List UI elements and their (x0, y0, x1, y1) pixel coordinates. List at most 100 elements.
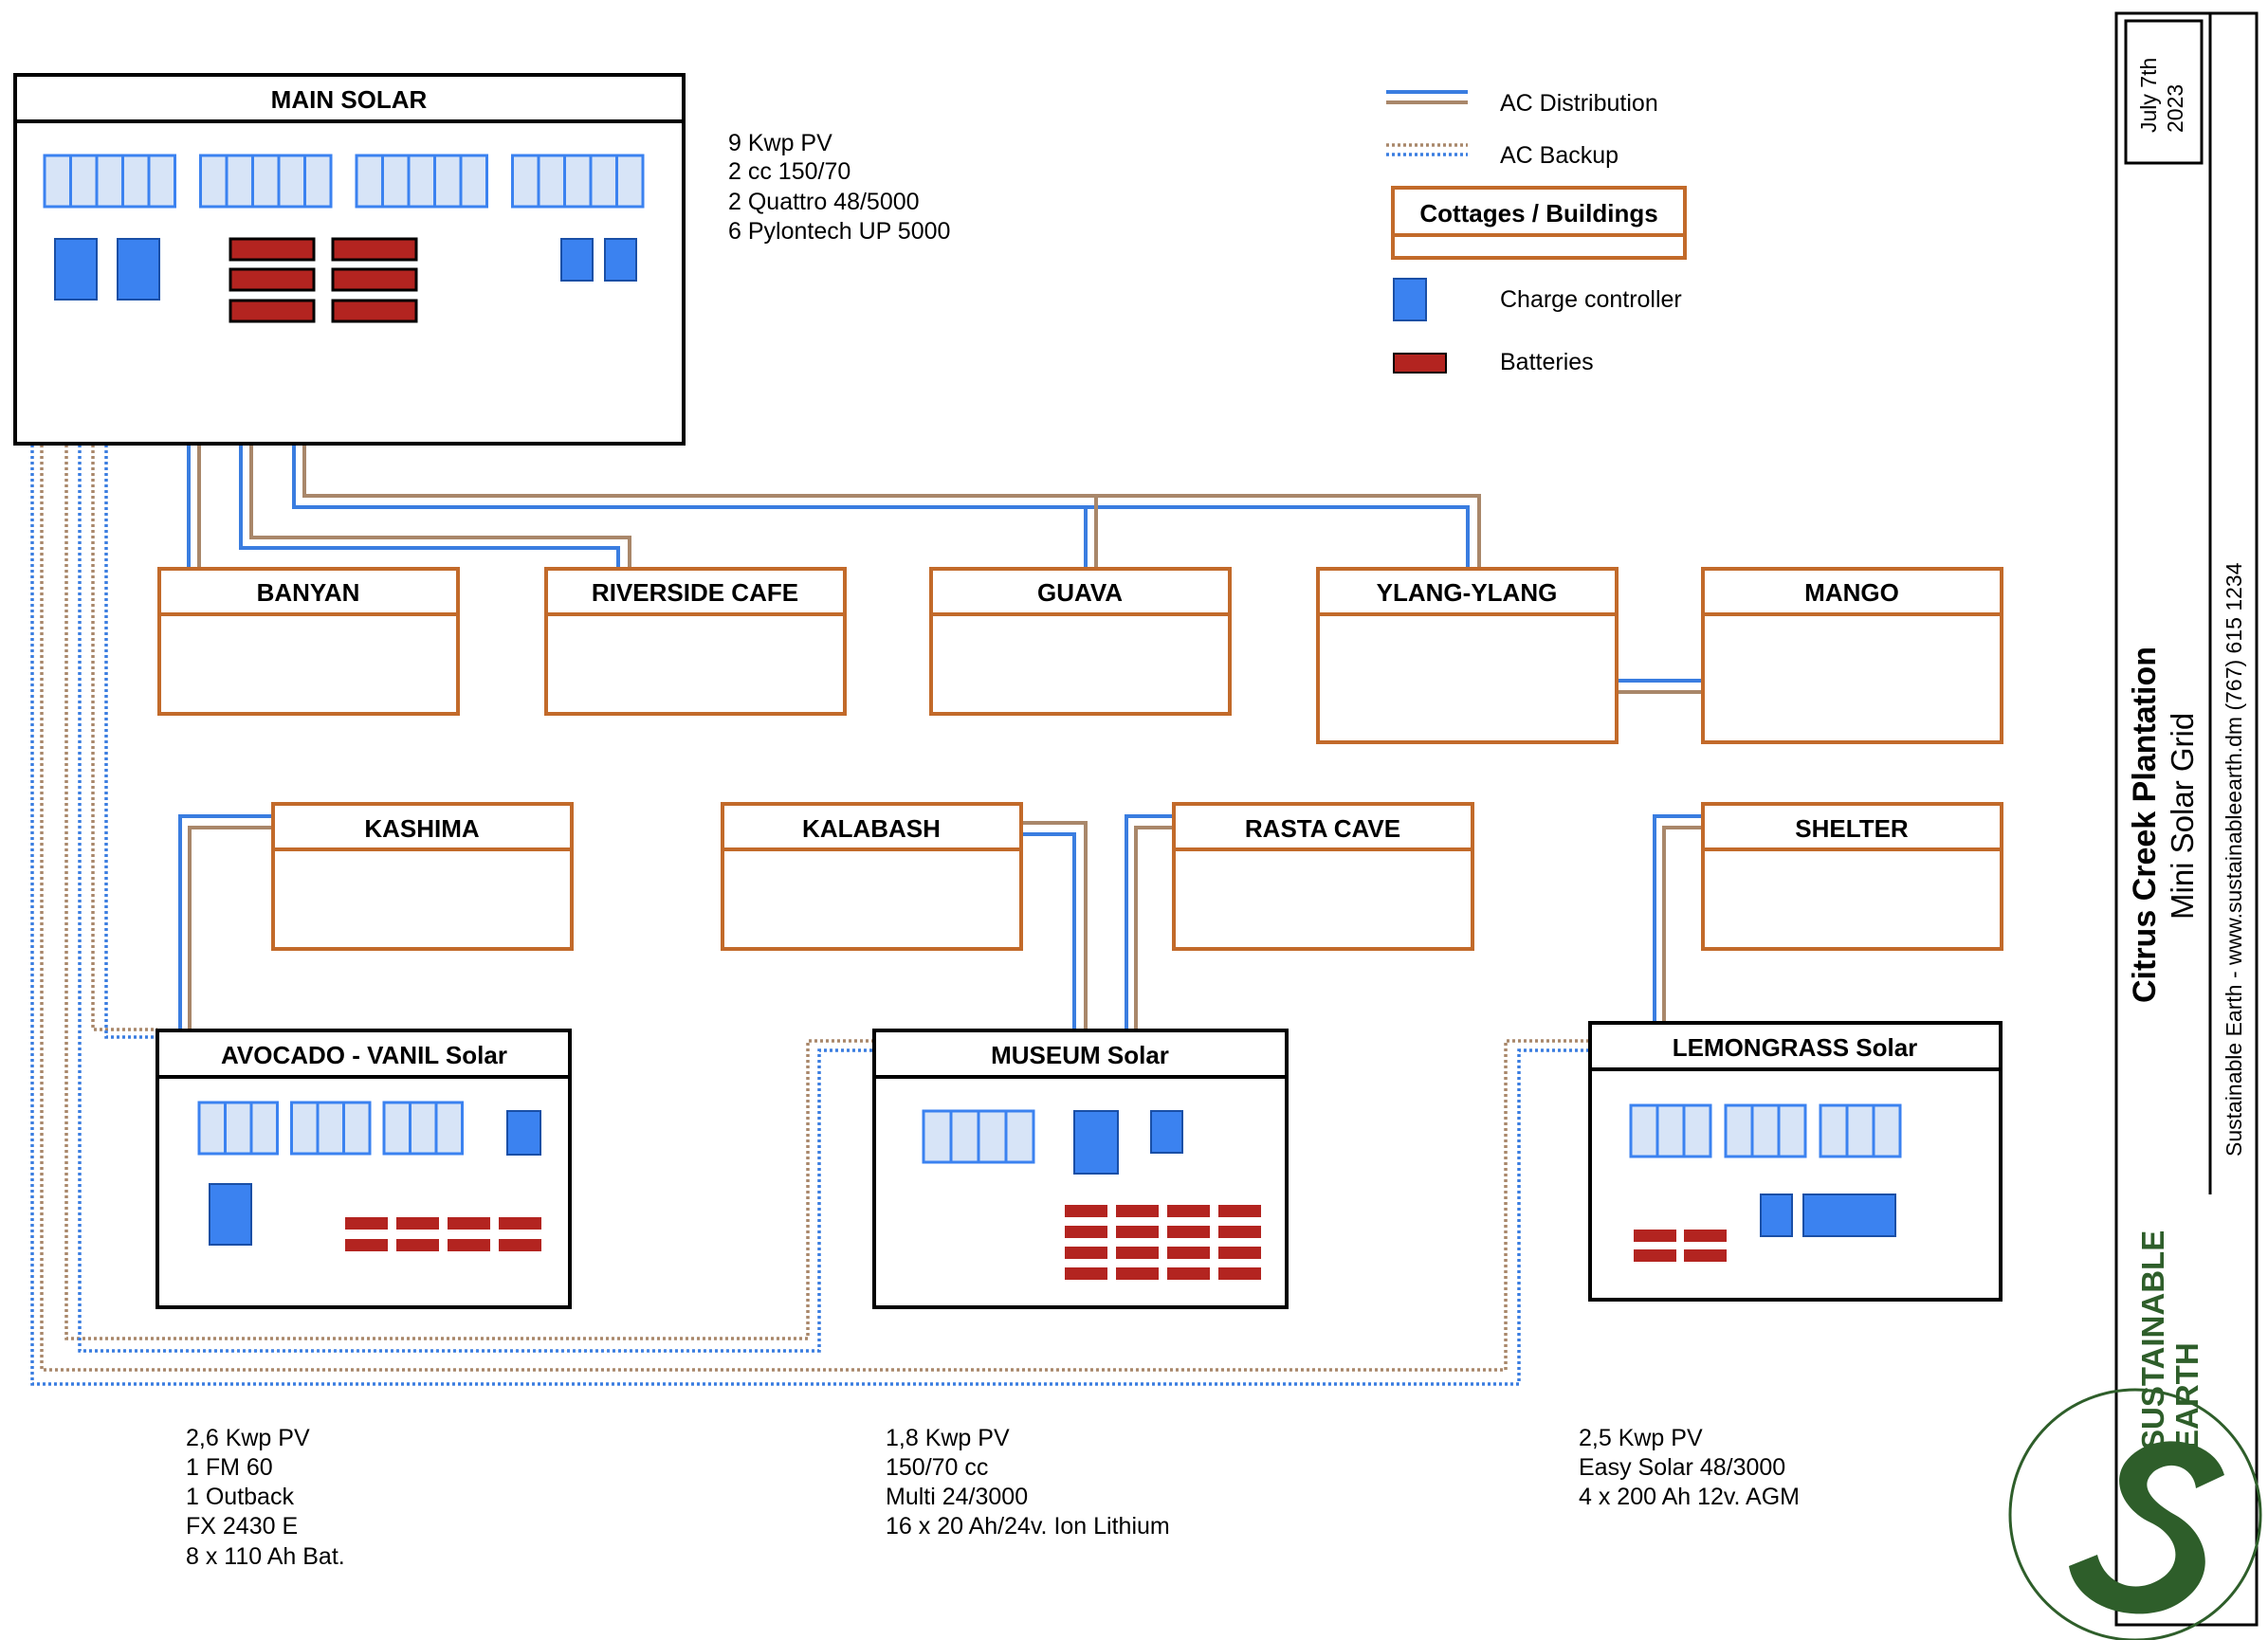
sustainable-earth-logo: SUSTAINABLE EARTH (2008, 1230, 2262, 1640)
building-label-shelter: SHELTER (1795, 814, 1909, 843)
pv-panel-icon (290, 1101, 320, 1156)
building-labels: BANYAN RIVERSIDE CAFE GUAVA YLANG-YLANG … (257, 578, 1909, 843)
pv-panel-icon (537, 154, 566, 209)
ac-line-rasta (1125, 814, 1174, 1030)
pv-panel-icon (922, 1109, 953, 1164)
inverter-icon (1802, 1194, 1896, 1237)
battery-icon (1216, 1224, 1263, 1240)
pv-panel-icon (434, 1101, 464, 1156)
battery-icon (1216, 1266, 1263, 1282)
charge-controller-icon (1760, 1194, 1793, 1237)
battery-icon (229, 299, 316, 323)
building-kalabash (721, 802, 1023, 951)
ac-backup-lines (30, 445, 1589, 1386)
museum-solar-box: MUSEUM Solar (872, 1029, 1289, 1309)
main-spec-line: 2 Quattro 48/5000 (728, 189, 920, 215)
battery-icon (343, 1237, 390, 1253)
ac-line-guava-ylang (302, 445, 1481, 569)
avocado-title: AVOCADO - VANIL Solar (221, 1041, 507, 1069)
main-solar-title: MAIN SOLAR (271, 85, 428, 114)
ac-distribution-lines (178, 445, 1703, 1030)
avocado-pv-panels (197, 1101, 464, 1156)
charge-controller-icon (1150, 1110, 1183, 1154)
building-shelter (1701, 802, 2003, 951)
pv-panel-icon (316, 1101, 345, 1156)
battery-icon (1682, 1228, 1728, 1244)
date-line-2: 2023 (2163, 84, 2187, 133)
logo-text-sustainable: SUSTAINABLE (2135, 1230, 2170, 1450)
battery-icon (1165, 1245, 1212, 1261)
backup-line-avocado (104, 445, 157, 1039)
pv-panel-icon (1682, 1103, 1712, 1158)
pv-panel-icon (197, 1101, 227, 1156)
charge-controller-icon (54, 238, 98, 301)
battery-icon (1114, 1266, 1161, 1282)
building-guava (929, 567, 1232, 716)
battery-icon (1114, 1245, 1161, 1261)
battery-icon (1165, 1266, 1212, 1282)
legend-building-swatch (1391, 186, 1687, 260)
building-label-ylang: YLANG-YLANG (1377, 578, 1558, 607)
date-line-1: July 7th (2136, 58, 2161, 133)
charge-controller-icon (209, 1183, 252, 1246)
ac-line-kalabash (1022, 821, 1088, 1030)
main-spec-line: 9 Kwp PV (728, 130, 832, 156)
avocado-spec-line: 1 FM 60 (186, 1454, 273, 1481)
main-pv-panels (43, 154, 645, 209)
battery-icon (1063, 1224, 1109, 1240)
contact-line: Sustainable Earth - www.sustainableearth… (2222, 562, 2246, 1157)
museum-pv-panels (922, 1109, 1035, 1164)
avocado-spec-line: FX 2430 E (186, 1513, 298, 1540)
main-specs: 9 Kwp PV 2 cc 150/70 2 Quattro 48/5000 6… (728, 130, 950, 245)
legend: AC Distribution AC Backup Cottages / Bui… (1386, 90, 1687, 375)
building-banyan (157, 567, 460, 716)
battery-icon (497, 1215, 543, 1231)
avocado-spec-line: 1 Outback (186, 1484, 294, 1510)
pv-panel-icon (199, 154, 229, 209)
legend-ac-backup: AC Backup (1500, 142, 1619, 169)
pv-panel-icon (977, 1109, 1008, 1164)
building-label-kashima: KASHIMA (364, 814, 480, 843)
pv-panel-icon (355, 154, 384, 209)
battery-icon (1216, 1245, 1263, 1261)
battery-icon (1114, 1203, 1161, 1219)
battery-icon (394, 1215, 441, 1231)
building-ylang-ylang (1316, 567, 1619, 744)
main-batteries (229, 237, 418, 323)
pv-panel-icon (1750, 1103, 1781, 1158)
pv-panel-icon (563, 154, 593, 209)
drawing-title: Citrus Creek Plantation (2127, 647, 2163, 1003)
battery-icon (1063, 1203, 1109, 1219)
charge-controller-icon (604, 238, 637, 282)
backup-line-museum (78, 445, 874, 1353)
buildings (157, 567, 2003, 951)
logo-text-earth: EARTH (2169, 1342, 2204, 1450)
battery-icon (1063, 1245, 1109, 1261)
charge-controller-icon (1393, 278, 1427, 321)
pv-panel-icon (251, 154, 281, 209)
lemongrass-spec-line: 4 x 200 Ah 12v. AGM (1579, 1484, 1800, 1510)
pv-panel-icon (382, 1101, 412, 1156)
pv-panel-icon (409, 1101, 438, 1156)
battery-icon (394, 1237, 441, 1253)
battery-icon (1165, 1224, 1212, 1240)
building-kashima (271, 802, 574, 951)
battery-icon (1632, 1228, 1678, 1244)
battery-icon (1632, 1248, 1678, 1264)
legend-charge-controller: Charge controller (1500, 286, 1682, 313)
museum-spec-line: 150/70 cc (886, 1454, 988, 1481)
pv-panel-icon (1629, 1103, 1659, 1158)
battery-icon (446, 1215, 492, 1231)
legend-batteries: Batteries (1500, 349, 1594, 375)
museum-title: MUSEUM Solar (991, 1041, 1169, 1069)
battery-icon (1216, 1203, 1263, 1219)
battery-icon (497, 1237, 543, 1253)
pv-panel-icon (615, 154, 645, 209)
battery-icon (229, 237, 316, 262)
building-riverside-cafe (544, 567, 847, 716)
avocado-solar-box: AVOCADO - VANIL Solar (155, 1029, 572, 1309)
lemongrass-solar-box: LEMONGRASS Solar (1588, 1021, 2003, 1302)
building-label-kalabash: KALABASH (802, 814, 941, 843)
backup-line-lemongrass (40, 445, 1589, 1372)
